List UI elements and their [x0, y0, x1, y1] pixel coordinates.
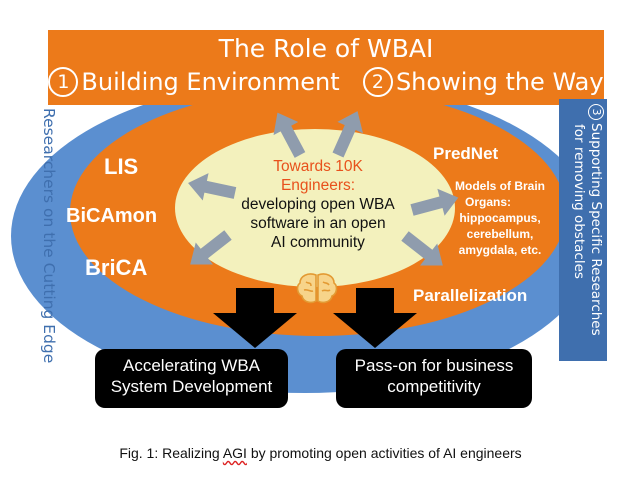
role-number-2: 2 — [362, 67, 393, 97]
output-box-accelerating: Accelerating WBA System Development — [95, 349, 288, 408]
role-3-line2: for removing obstacles — [571, 124, 587, 279]
caption-agi: AGI — [222, 445, 247, 461]
role-label-2: Showing the Way — [395, 68, 604, 96]
center-line-2: Engineers: — [280, 177, 356, 194]
role-number-3: 3 — [588, 104, 604, 120]
models-line-4: cerebellum, — [466, 227, 534, 241]
role-number-1: 1 — [48, 67, 79, 97]
caption-after: by promoting open activities of AI engin… — [246, 445, 522, 461]
center-line-4: software in an open — [250, 215, 386, 232]
arrow-left-upper — [188, 173, 237, 201]
arrow-right-lower — [401, 231, 443, 266]
models-line-5: amygdala, etc. — [458, 243, 542, 257]
center-ellipse — [175, 129, 455, 287]
output-1-line-2: System Development — [110, 377, 273, 396]
label-brica: BriCA — [85, 255, 148, 280]
arrow-left-lower — [190, 230, 232, 265]
label-parallelization: Parallelization — [413, 286, 528, 305]
label-bicamon: BiCAmon — [66, 205, 158, 227]
models-line-2: Organs: — [465, 195, 512, 209]
center-line-1: Towards 10K — [273, 158, 363, 175]
label-prednet: PredNet — [433, 144, 499, 163]
caption-before: Fig. 1: Realizing — [119, 445, 223, 461]
arrow-up-left — [273, 112, 306, 158]
left-side-label: Researchers on the Cutting Edge — [40, 108, 58, 364]
label-models: Models of Brain Organs: hippocampus, cer… — [455, 178, 545, 258]
arrow-up-right — [332, 111, 363, 158]
role-3-panel — [559, 99, 607, 361]
role-3-line1: Supporting Specific Researches — [588, 123, 604, 336]
down-arrow-right — [333, 288, 417, 348]
models-line-3: hippocampus, — [459, 211, 541, 225]
outward-arrows — [188, 111, 459, 266]
label-lis: LIS — [104, 154, 139, 179]
center-text: Towards 10K Engineers: developing open W… — [180, 157, 456, 252]
output-2-line-1: Pass-on for business — [354, 356, 514, 375]
banner-title: The Role of WBAI — [218, 34, 434, 63]
output-1-line-1: Accelerating WBA — [123, 356, 260, 375]
figure-caption: Fig. 1: Realizing AGI by promoting open … — [0, 445, 641, 461]
role-label-1: Building Environment — [81, 68, 340, 96]
brain-icon — [296, 273, 338, 304]
role-3-text: 3Supporting Specific Researches for remo… — [570, 104, 604, 336]
output-box-passon: Pass-on for business competitivity — [336, 349, 532, 408]
arrow-right-upper — [410, 188, 459, 216]
models-line-1: Models of Brain — [455, 179, 546, 193]
down-arrow-left — [213, 288, 297, 348]
center-line-3: developing open WBA — [241, 196, 395, 213]
output-2-line-2: competitivity — [387, 377, 481, 396]
center-line-5: AI community — [271, 234, 365, 251]
